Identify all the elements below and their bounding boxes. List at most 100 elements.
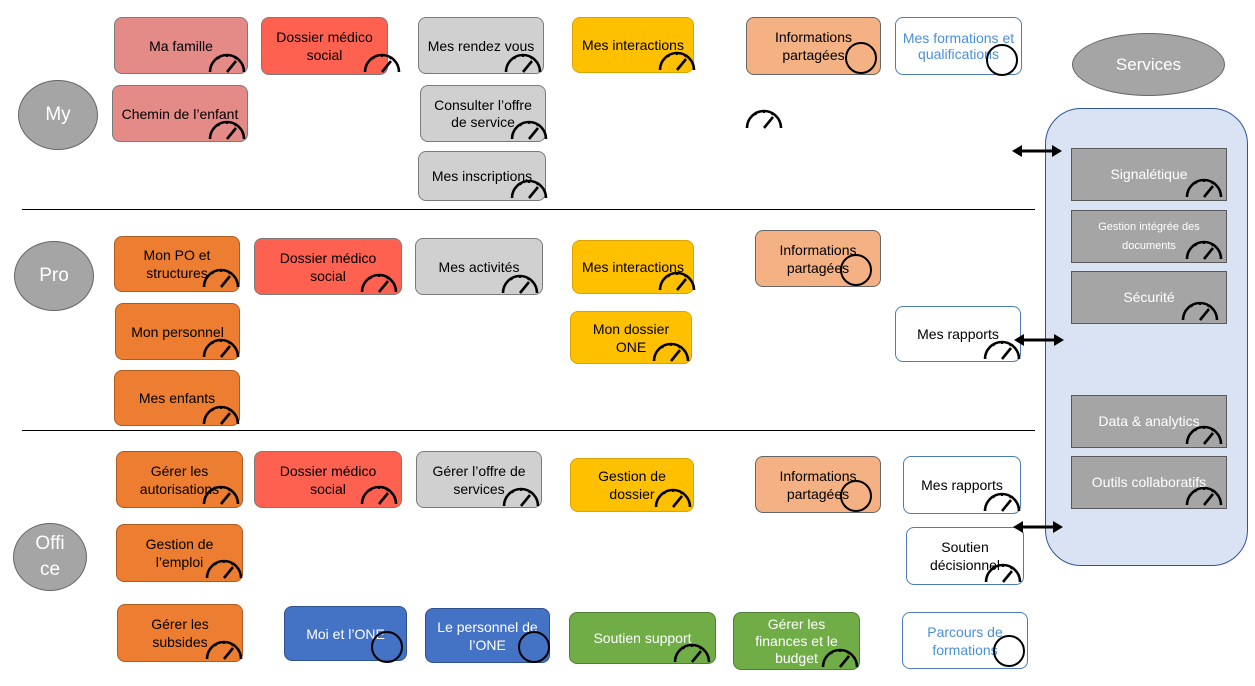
office-gerer-subsides-label: Gérer les subsides <box>151 616 209 650</box>
pro-mon-dossier-one[interactable]: Mon dossier ONE <box>570 311 692 364</box>
circle-icon <box>840 480 872 512</box>
circle-icon <box>371 631 403 663</box>
gauge-icon <box>1184 173 1224 199</box>
pro-mon-personnel-label: Mon personnel <box>131 323 224 340</box>
service-securite[interactable]: Sécurité <box>1071 271 1227 324</box>
row-label-my: My <box>18 80 98 150</box>
my-chemin-enfant[interactable]: Chemin de l’enfant <box>112 85 248 142</box>
my-informations-partagees[interactable]: Informations partagées <box>746 17 881 75</box>
office-dossier-medico-social[interactable]: Dossier médico social <box>254 451 402 508</box>
gauge-icon <box>201 333 241 359</box>
office-gestion-emploi[interactable]: Gestion de l’emploi <box>116 524 243 582</box>
gauge-icon <box>359 268 399 294</box>
row-divider-1 <box>22 209 1035 210</box>
row-label-office: Offi ce <box>13 523 87 591</box>
gauge-icon <box>201 263 241 289</box>
office-moi-et-one[interactable]: Moi et l’ONE <box>284 606 407 663</box>
office-mes-rapports-label: Mes rapports <box>921 477 1003 493</box>
office-personnel-one[interactable]: Le personnel de l’ONE <box>425 608 550 663</box>
gauge-icon <box>207 48 247 74</box>
pro-mes-enfants-label: Mes enfants <box>138 390 216 406</box>
row-label-pro-text: Pro <box>39 265 69 286</box>
gauge-icon <box>653 483 693 509</box>
office-gerer-autorisations[interactable]: Gérer les autorisations <box>116 451 243 508</box>
row-label-office-text: Offi ce <box>35 533 65 580</box>
gauge-icon <box>207 115 247 141</box>
row-label-my-text: My <box>45 104 71 125</box>
office-personnel-one-label: Le personnel de l’ONE <box>437 618 538 653</box>
gauge-icon <box>820 643 860 669</box>
gauge-icon <box>651 337 691 363</box>
my-mes-formations[interactable]: Mes formations et qualifications <box>895 17 1022 76</box>
service-outils-collaboratifs[interactable]: Outils collaboratifs <box>1071 456 1227 509</box>
office-gerer-finances[interactable]: Gérer les finances et le budget <box>733 612 860 670</box>
service-gestion-documents[interactable]: Gestion intégrée des documents <box>1071 210 1227 263</box>
gauge-icon <box>657 266 697 292</box>
service-signaletique[interactable]: Signalétique <box>1071 148 1227 201</box>
my-dossier-medico-social-label: Dossier médico social <box>276 29 373 63</box>
circle-icon <box>986 44 1018 76</box>
gauge-icon <box>657 46 697 72</box>
office-gestion-dossier[interactable]: Gestion de dossier <box>570 458 694 512</box>
pro-dossier-medico-social-label: Dossier médico social <box>279 249 377 284</box>
my-mes-rendez-vous-label: Mes rendez vous <box>427 37 535 54</box>
gauge-icon <box>983 558 1023 584</box>
gauge-icon <box>503 48 543 74</box>
my-consulter-offre-label: Consulter l’offre de service <box>434 96 532 130</box>
office-gerer-offre[interactable]: Gérer l’offre de services <box>416 451 542 508</box>
gauge-icon <box>744 104 784 130</box>
office-soutien-decisionnel[interactable]: Soutien décisionnel <box>906 527 1024 585</box>
service-data-analytics[interactable]: Data & analytics <box>1071 395 1227 448</box>
pro-mon-personnel[interactable]: Mon personnel <box>115 303 240 360</box>
double-arrow-icon <box>1014 334 1064 346</box>
double-arrow-icon <box>1012 145 1062 157</box>
my-chemin-enfant-label: Chemin de l’enfant <box>121 105 239 122</box>
office-soutien-support-label: Soutien support <box>593 630 692 646</box>
pro-mes-enfants[interactable]: Mes enfants <box>114 370 240 426</box>
office-parcours-formations[interactable]: Parcours de formations <box>902 612 1028 669</box>
my-mes-inscriptions[interactable]: Mes inscriptions <box>418 151 546 201</box>
service-signaletique-label: Signalétique <box>1110 166 1188 182</box>
office-gerer-finances-label: Gérer les finances et le budget <box>755 615 838 666</box>
office-dossier-medico-social-label: Dossier médico social <box>279 462 377 497</box>
my-informations-partagees-label: Informations partagées <box>774 29 853 63</box>
pro-mon-po[interactable]: Mon PO et structures <box>114 236 240 292</box>
services-title-text: Services <box>1115 54 1182 74</box>
my-mes-inscriptions-label: Mes inscriptions <box>431 168 533 184</box>
my-ma-famille[interactable]: Ma famille <box>114 17 248 74</box>
pro-mes-activites[interactable]: Mes activités <box>415 238 543 295</box>
circle-icon <box>993 635 1025 667</box>
pro-mes-rapports[interactable]: Mes rapports <box>895 306 1021 362</box>
my-dossier-medico-social[interactable]: Dossier médico social <box>261 17 388 75</box>
office-moi-et-one-label: Moi et l’ONE <box>306 625 385 642</box>
office-informations-partagees[interactable]: Informations partagées <box>755 456 881 513</box>
gauge-icon <box>982 487 1022 513</box>
office-parcours-formations-label: Parcours de formations <box>927 623 1003 658</box>
gauge-icon <box>362 48 402 74</box>
gauge-icon <box>204 554 244 580</box>
gauge-icon <box>500 269 540 295</box>
pro-dossier-medico-social[interactable]: Dossier médico social <box>254 238 402 295</box>
gauge-icon <box>204 635 244 661</box>
gauge-icon <box>509 115 549 141</box>
office-soutien-support[interactable]: Soutien support <box>569 612 716 664</box>
service-outils-collaboratifs-label: Outils collaboratifs <box>1091 474 1207 490</box>
pro-informations-partagees-label: Informations partagées <box>779 241 857 276</box>
office-gerer-autorisations-label: Gérer les autorisations <box>139 462 220 497</box>
my-mes-rendez-vous[interactable]: Mes rendez vous <box>418 17 544 74</box>
services-title: Services <box>1072 33 1225 96</box>
pro-informations-partagees[interactable]: Informations partagées <box>755 230 881 287</box>
my-ma-famille-label: Ma famille <box>149 37 213 54</box>
my-mes-interactions[interactable]: Mes interactions <box>572 17 694 73</box>
service-gestion-documents-label: Gestion intégrée des documents <box>1098 220 1200 252</box>
row-divider-2 <box>22 430 1035 431</box>
my-consulter-offre[interactable]: Consulter l’offre de service <box>420 85 546 142</box>
office-mes-rapports[interactable]: Mes rapports <box>903 456 1021 514</box>
circle-icon <box>845 42 877 74</box>
gauge-icon <box>509 174 549 200</box>
pro-mon-po-label: Mon PO et structures <box>143 247 211 281</box>
my-mes-formations-label: Mes formations et qualifications <box>902 30 1015 62</box>
pro-mes-activites-label: Mes activités <box>438 258 520 275</box>
pro-mes-interactions[interactable]: Mes interactions <box>572 240 694 294</box>
office-gerer-subsides[interactable]: Gérer les subsides <box>117 604 243 662</box>
